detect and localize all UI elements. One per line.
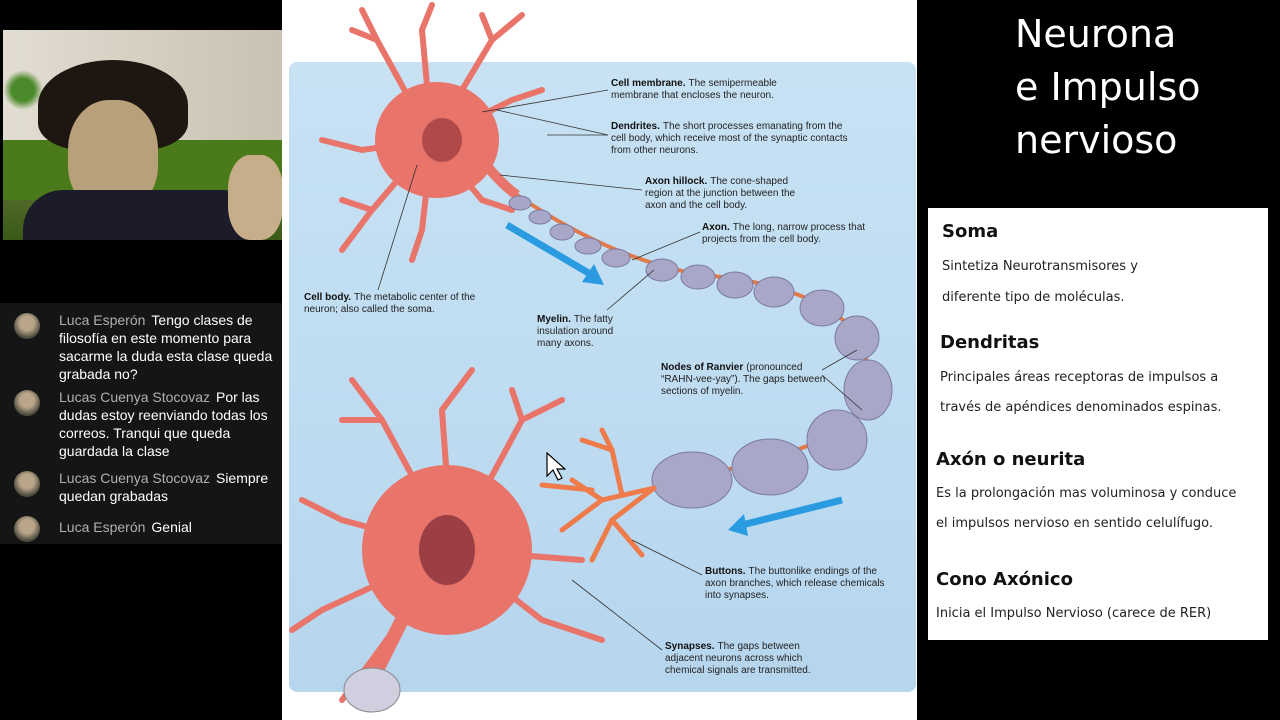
label-myelin: Myelin.The fatty insulation around many … [537,314,632,350]
chat-author[interactable]: Lucas Cuenya Stocovaz [59,470,210,486]
myelin-sheaths [508,195,893,509]
chat-message-body: Luca Esperón Genial [59,518,282,536]
presenter-hand [228,155,282,240]
slide-title: Neurona e Impulso nervioso [1015,8,1275,167]
info-card: Soma Sintetiza Neurotransmisores y difer… [928,208,1268,640]
label-term: Myelin. [537,314,571,325]
section-text: través de apéndices denominados espinas. [940,400,1222,415]
neuron-diagram: Cell membrane.The semipermeable membrane… [282,0,917,720]
label-desc: The metabolic center of the neuron; also… [304,292,476,315]
label-desc: The gaps between adjacent neurons across… [665,641,811,676]
section-heading-soma: Soma [942,221,999,242]
label-term: Nodes of Ranvier [661,362,744,373]
bottom-nucleus [419,515,475,585]
label-cell-body: Cell body.The metabolic center of the ne… [304,292,484,316]
label-term: Axon. [702,222,730,233]
presenter-shirt [23,190,263,240]
chat-text: Tengo clases de filosofía en este moment… [59,312,273,382]
title-line: nervioso [1015,118,1178,162]
label-term: Synapses. [665,641,715,652]
label-term: Axon hillock. [645,176,708,187]
axon-hillock [478,156,520,200]
section-text: el impulsos nervioso en sentido celulífu… [936,516,1214,531]
chat-text: Genial [151,519,192,535]
section-text: Sintetiza Neurotransmisores y [942,259,1138,274]
label-desc: The semipermeable membrane that encloses… [611,78,777,101]
bottom-myelin [343,667,401,713]
label-desc: The short processes emanating from the c… [611,121,848,156]
neuron-illustration [289,2,893,713]
axon-terminals [539,427,657,563]
webcam-feed [3,30,282,240]
leader-lines [377,89,863,651]
label-axon-hillock: Axon hillock.The cone-shaped region at t… [645,176,817,212]
label-cell-membrane: Cell membrane.The semipermeable membrane… [611,78,811,102]
avatar[interactable] [14,313,40,339]
section-text: Principales áreas receptoras de impulsos… [940,370,1219,385]
title-line: e Impulso [1015,65,1201,109]
label-axon: Axon.The long, narrow process that proje… [702,222,867,246]
chat-author[interactable]: Lucas Cuenya Stocovaz [59,389,210,405]
avatar[interactable] [14,471,40,497]
section-text: Inicia el Impulso Nervioso (carece de RE… [936,606,1212,621]
section-heading-cono-axonico: Cono Axónico [936,569,1073,590]
chat-author[interactable]: Luca Esperón [59,312,146,328]
section-text: Es la prolongación mas voluminosa y cond… [936,486,1237,501]
avatar[interactable] [14,516,40,542]
label-dendrites: Dendrites.The short processes emanating … [611,121,856,157]
label-term: Buttons. [705,566,746,577]
label-desc: The buttonlike endings of the axon branc… [705,566,885,601]
section-text: diferente tipo de moléculas. [942,290,1125,305]
section-heading-axon: Axón o neurita [936,449,1086,470]
label-term: Cell membrane. [611,78,686,89]
label-term: Cell body. [304,292,352,303]
title-line: Neurona [1015,12,1177,56]
label-desc: The cone-shaped region at the junction b… [645,176,796,211]
mouse-cursor-icon [546,452,566,481]
label-buttons: Buttons.The buttonlike endings of the ax… [705,566,890,602]
label-desc: The long, narrow process that projects f… [702,222,866,245]
label-desc: The fatty insulation around many axons. [537,314,614,349]
chat-text: Siempre quedan grabadas [59,470,269,504]
label-synapses: Synapses.The gaps between adjacent neuro… [665,641,835,677]
impulse-direction-arrows [505,221,843,536]
chat-text: Por las dudas estoy reenviando todas los… [59,389,268,459]
chat-author[interactable]: Luca Esperón [59,519,146,535]
webcam-plant [3,70,43,110]
label-term: Dendrites. [611,121,660,132]
avatar[interactable] [14,390,40,416]
section-heading-dendritas: Dendritas [940,332,1040,353]
top-nucleus [422,118,462,162]
label-desc: (pronounced “RAHN-vee-yay”). The gaps be… [661,362,826,397]
label-nodes-of-ranvier: Nodes of Ranvier(pronounced “RAHN-vee-ya… [661,362,826,398]
